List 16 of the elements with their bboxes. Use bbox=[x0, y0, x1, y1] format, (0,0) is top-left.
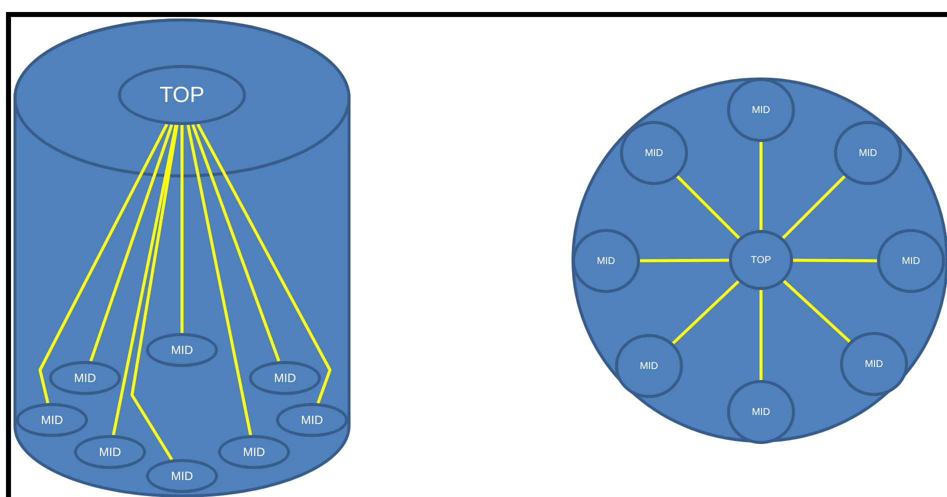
connector-line bbox=[760, 290, 762, 380]
connector-line bbox=[760, 142, 762, 230]
connector-line bbox=[130, 124, 178, 460]
connector-line bbox=[196, 123, 332, 404]
connector-line bbox=[640, 258, 730, 262]
connector-line bbox=[112, 124, 178, 436]
connector-line bbox=[676, 175, 740, 240]
connector-line bbox=[38, 124, 168, 404]
connector-line bbox=[186, 124, 252, 436]
connector-line bbox=[672, 280, 740, 344]
connector-line bbox=[792, 258, 878, 262]
connector-line bbox=[782, 175, 846, 240]
connector-line bbox=[180, 125, 184, 333]
connector-line bbox=[89, 124, 174, 362]
connector-line bbox=[191, 124, 280, 362]
connector-line bbox=[782, 280, 851, 343]
